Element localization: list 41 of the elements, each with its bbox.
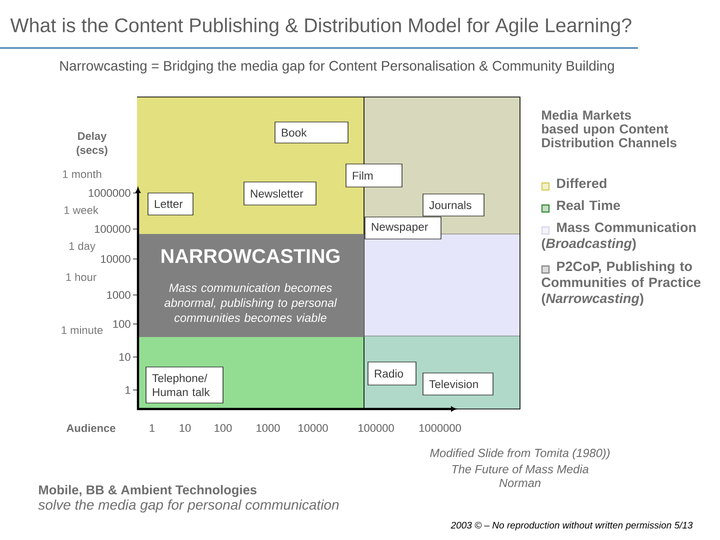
tick-label: 1 (150, 424, 155, 432)
axis-title: Delay (secs) (76, 132, 108, 156)
tick-label: 10 (180, 424, 191, 432)
source-note: Norman (499, 478, 540, 488)
legend-label: Real Time (557, 200, 620, 210)
subtitle: Narrowcasting = Bridging the media gap for Content Personalisation & Community Building (60, 60, 614, 74)
time-label: 1 minute (62, 326, 103, 334)
source-note: The Future of Mass Media (452, 464, 588, 474)
time-label: 1 week (64, 206, 98, 214)
media-box: Book (274, 122, 348, 144)
tick-label: 1000000 (419, 424, 461, 432)
media-box: Letter (148, 192, 194, 216)
tick-label: 1 (126, 386, 130, 394)
time-label: 1 month (62, 170, 102, 178)
media-box: Newspaper (364, 216, 442, 240)
highlight-band: NARROWCASTING Mass communication becomes abnormal, publishing to personal communities becomes viable (137, 234, 364, 337)
media-box: Television (422, 372, 494, 396)
tick-label: 100 (214, 424, 232, 432)
legend-label: P2CoP, Publishing to Communities of Practice (Narrowcasting) (542, 261, 700, 306)
footer-text: 2003 © – No reproduction without written permission 5/13 (450, 522, 693, 530)
tick-label: 1000 (256, 424, 280, 432)
media-box: Journals (422, 194, 484, 216)
tick-label: 10000 (298, 424, 328, 432)
tick-label: 10 (119, 353, 130, 361)
media-box: Telephone/ Human talk (146, 366, 224, 404)
media-box: Radio (368, 362, 416, 386)
legend-label: Mass Communication (Broadcasting) (542, 222, 696, 251)
tick-label: 1000000 (88, 189, 130, 197)
legend-label: Differed (557, 178, 606, 188)
source-note: Modified Slide from Tomita (1980)) (430, 448, 610, 460)
axis-title: Audience (66, 424, 116, 432)
time-label: 1 hour (66, 272, 96, 282)
media-box: Newsletter (244, 182, 316, 206)
slogan-heading: Mobile, BB & Ambient Technologies (39, 485, 256, 497)
tick-label: 100000 (94, 225, 130, 233)
time-label: 1 day (69, 242, 96, 252)
legend-heading: Media Markets based upon Content Distribution Channels (542, 110, 676, 148)
tick-label: 100000 (358, 424, 394, 432)
slogan-text: solve the media gap for personal communication (38, 499, 339, 512)
title: What is the Content Publishing & Distribution Model for Agile Learning? (10, 18, 632, 36)
media-box: Film (346, 164, 402, 188)
